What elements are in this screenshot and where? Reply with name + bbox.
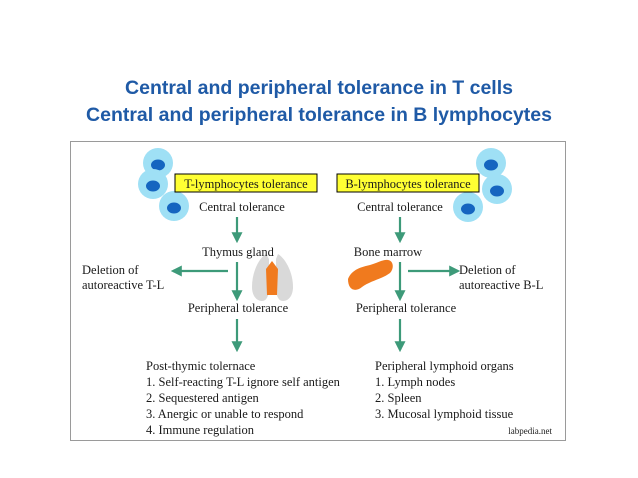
b-tolerance-header: B-lymphocytes tolerance bbox=[345, 177, 471, 191]
tolerance-diagram: T-lymphocytes tolerance B-lymphocytes to… bbox=[82, 148, 552, 437]
b-central-tolerance: Central tolerance bbox=[357, 200, 443, 214]
cell-icon bbox=[159, 191, 189, 221]
cell-icon bbox=[138, 169, 168, 199]
t-peripheral-tolerance: Peripheral tolerance bbox=[188, 301, 289, 315]
post-thymic-item: 4. Immune regulation bbox=[146, 423, 255, 437]
slide-title-line-2: Central and peripheral tolerance in B ly… bbox=[86, 104, 552, 126]
source-credit: labpedia.net bbox=[508, 426, 552, 436]
t-central-tolerance: Central tolerance bbox=[199, 200, 285, 214]
peripheral-organs-title: Peripheral lymphoid organs bbox=[375, 359, 514, 373]
bone-marrow-label: Bone marrow bbox=[354, 245, 422, 259]
t-tolerance-header: T-lymphocytes tolerance bbox=[184, 177, 308, 191]
post-thymic-item: 3. Anergic or unable to respond bbox=[146, 407, 304, 421]
t-deletion-label-line-1: Deletion of bbox=[82, 263, 139, 277]
thymus-gland-label: Thymus gland bbox=[202, 245, 275, 259]
post-thymic-item: 1. Self-reacting T-L ignore self antigen bbox=[146, 375, 341, 389]
cell-icon bbox=[482, 174, 512, 204]
slide-title-line-1: Central and peripheral tolerance in T ce… bbox=[125, 77, 513, 99]
t-deletion-label-line-2: autoreactive T-L bbox=[82, 278, 164, 292]
post-thymic-item: 2. Sequestered antigen bbox=[146, 391, 260, 405]
b-deletion-label-line-1: Deletion of bbox=[459, 263, 516, 277]
t-cell-icons bbox=[138, 148, 189, 221]
cell-icon bbox=[453, 192, 483, 222]
thymus-lungs-illustration bbox=[252, 254, 293, 301]
cell-icon bbox=[476, 148, 506, 178]
b-peripheral-tolerance: Peripheral tolerance bbox=[356, 301, 457, 315]
bone-marrow-illustration bbox=[348, 259, 393, 290]
post-thymic-title: Post-thymic tolernace bbox=[146, 359, 256, 373]
peripheral-organ-item: 3. Mucosal lymphoid tissue bbox=[375, 407, 514, 421]
b-deletion-label-line-2: autoreactive B-L bbox=[459, 278, 543, 292]
peripheral-organ-item: 2. Spleen bbox=[375, 391, 422, 405]
peripheral-organ-item: 1. Lymph nodes bbox=[375, 375, 455, 389]
t-tolerance-header-box bbox=[174, 173, 318, 193]
b-tolerance-header-box bbox=[336, 173, 480, 193]
b-cell-icons bbox=[453, 148, 512, 222]
